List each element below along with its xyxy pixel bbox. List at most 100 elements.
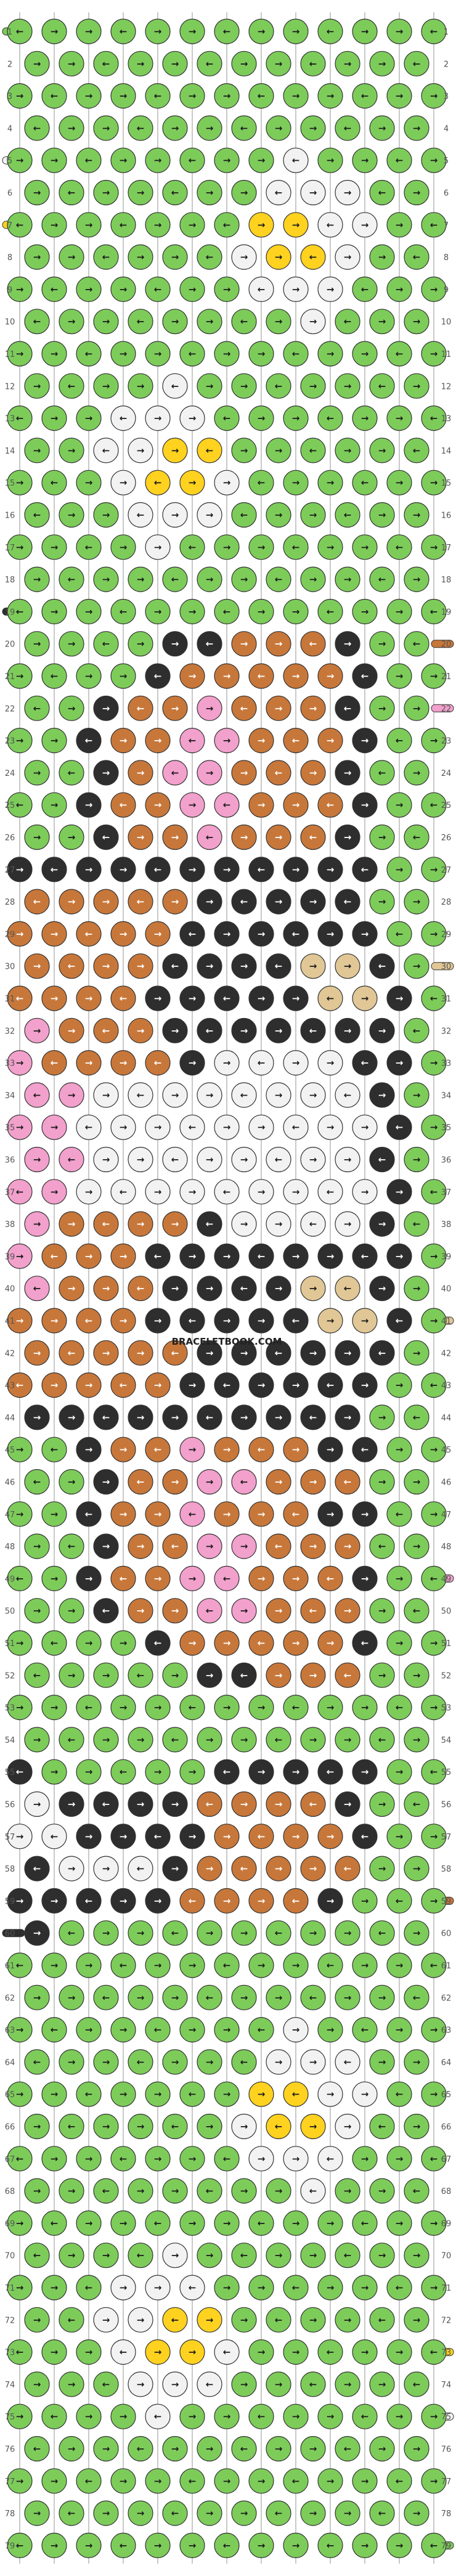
knot-arrow: → [258, 735, 266, 746]
knot-arrow: → [68, 316, 76, 327]
knot-arrow: ← [258, 1444, 266, 1455]
knot-arrow: ← [102, 2185, 110, 2196]
knot-arrow: → [223, 1444, 231, 1455]
knot [386, 598, 412, 625]
row-number: 28 [441, 898, 452, 907]
knot [352, 83, 378, 109]
knot [283, 1114, 309, 1140]
knot [7, 341, 33, 367]
knot-arrow: ← [327, 26, 335, 37]
row-number: 77 [441, 2477, 452, 2487]
knot-arrow: ← [413, 251, 421, 263]
row-number: 69 [441, 2219, 452, 2228]
knot-arrow: → [240, 2379, 248, 2390]
knot [404, 1404, 430, 1430]
knot-arrow: → [51, 799, 59, 810]
knot-arrow: → [137, 58, 145, 69]
knot-arrow: ← [206, 1412, 214, 1423]
knot [7, 1308, 33, 1334]
knot-arrow: → [171, 2185, 179, 2196]
knot-arrow: → [189, 477, 197, 488]
knot-arrow: → [16, 542, 24, 553]
knot-arrow: → [361, 2540, 369, 2551]
row-number: 2 [444, 60, 449, 69]
knot-arrow: → [378, 1605, 386, 1616]
knot-arrow: ← [137, 1863, 145, 1874]
row-number: 41 [5, 1317, 15, 1326]
knot-arrow: → [51, 993, 59, 1004]
knot [179, 1114, 205, 1140]
knot-arrow: ← [85, 1122, 93, 1133]
knot [352, 1179, 378, 1205]
knot [7, 727, 33, 754]
knot [179, 276, 205, 302]
knot-arrow: ← [430, 413, 438, 424]
knot-arrow: → [413, 187, 421, 198]
knot-arrow: → [292, 26, 300, 37]
knot-arrow: → [240, 1218, 248, 1229]
knot-arrow: → [102, 1734, 110, 1745]
knot-arrow: → [240, 1928, 248, 1939]
knot [300, 824, 326, 850]
knot [386, 341, 412, 367]
knot [335, 1276, 360, 1302]
knot [59, 51, 84, 76]
knot [214, 18, 240, 44]
knot [386, 1243, 412, 1270]
knot-arrow: ← [344, 896, 352, 907]
knot-arrow: → [16, 2476, 24, 2487]
knot-arrow: ← [396, 1895, 404, 1906]
knot-arrow: → [275, 1412, 283, 1423]
knot-arrow: ← [430, 1380, 438, 1391]
knot-arrow: → [275, 1025, 283, 1036]
knot-arrow: → [327, 283, 335, 295]
knot-arrow: ← [154, 283, 162, 295]
knot [59, 179, 84, 206]
knot-arrow: → [378, 1669, 386, 1681]
knot-arrow: → [309, 123, 317, 134]
knot [197, 309, 222, 335]
knot [352, 212, 378, 238]
knot-arrow: ← [430, 606, 438, 617]
knot-arrow: ← [361, 283, 369, 295]
knot-arrow: → [344, 574, 352, 585]
knot-arrow: ← [189, 1315, 197, 1326]
row-number: 20 [441, 640, 452, 650]
knot [24, 1082, 50, 1108]
knot-arrow: → [33, 1992, 41, 2003]
knot-arrow: → [137, 1154, 145, 1165]
knot-arrow: → [206, 2444, 214, 2455]
knot-arrow: → [309, 1283, 317, 1294]
knot-arrow: → [68, 1863, 76, 1874]
row-number: 1 [444, 28, 449, 37]
knot-arrow: → [120, 864, 128, 875]
knot [421, 792, 447, 818]
row-number: 74 [441, 2381, 452, 2390]
row-number: 65 [441, 2090, 452, 2100]
knot-arrow: ← [189, 2476, 197, 2487]
knot-arrow: → [396, 2024, 404, 2036]
knot-arrow: → [206, 2314, 214, 2325]
knot [179, 857, 205, 882]
knot [352, 985, 378, 1011]
knot-arrow: ← [102, 1218, 110, 1229]
knot-arrow: → [309, 1863, 317, 1874]
knot [76, 83, 102, 109]
row-number: 14 [5, 447, 15, 456]
knot [231, 695, 257, 721]
knot-arrow: ← [344, 1863, 352, 1874]
knot [24, 309, 50, 335]
knot-arrow: → [378, 1218, 386, 1229]
row-number: 25 [5, 801, 15, 810]
knot-arrow: ← [102, 1799, 110, 1810]
knot [317, 1243, 343, 1270]
knot-arrow: ← [413, 1218, 421, 1229]
knot-arrow: → [51, 1960, 59, 1971]
knot [24, 566, 50, 592]
knot [128, 889, 153, 915]
knot [162, 309, 188, 335]
knot-arrow: → [189, 864, 197, 875]
knot-arrow: → [275, 123, 283, 134]
knot [110, 598, 136, 625]
knot-arrow: → [258, 1380, 266, 1391]
